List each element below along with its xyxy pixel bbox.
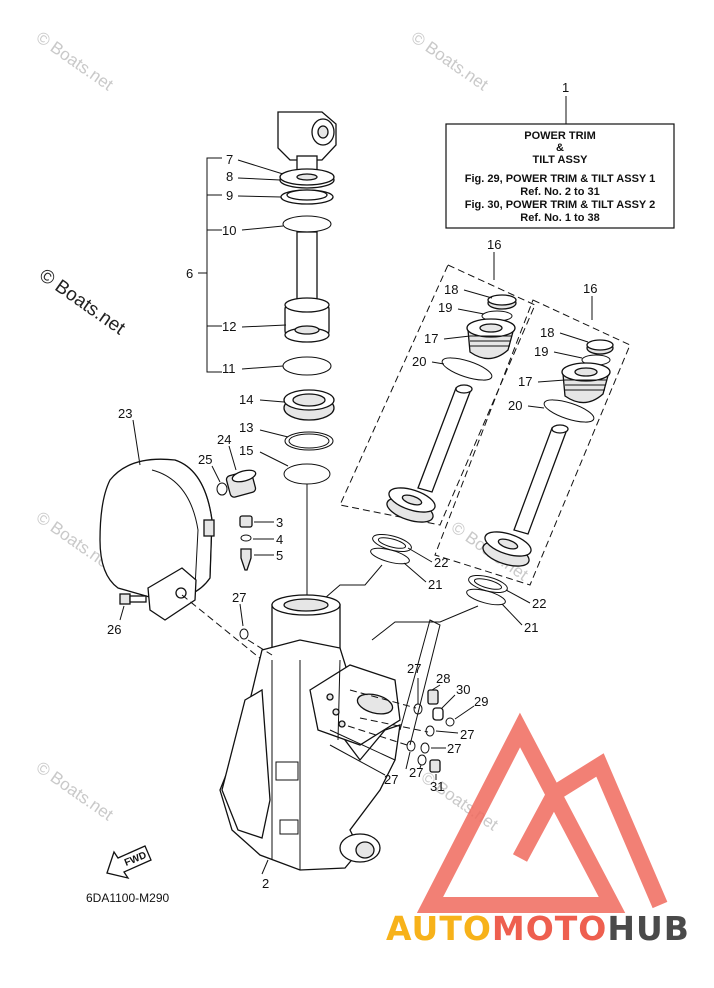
callout-25: 25 xyxy=(198,452,212,467)
parts-3-4-5: 3 4 5 xyxy=(239,515,283,571)
trim-cylinder-assy-right: 16 18 19 17 20 xyxy=(434,281,631,586)
callout-27-c: 27 xyxy=(460,727,474,742)
brand-auto: AUTO xyxy=(386,909,492,948)
brand-moto: MOTO xyxy=(492,909,607,948)
callout-6: 6 xyxy=(186,266,193,281)
callout-29: 29 xyxy=(474,694,488,709)
title-line-3: TILT ASSY xyxy=(533,154,589,166)
callout-24: 24 xyxy=(217,432,231,447)
bolt-26: 26 xyxy=(107,593,273,669)
callout-18-right: 18 xyxy=(540,325,554,340)
callout-16-left: 16 xyxy=(487,237,501,252)
callout-27-d: 27 xyxy=(447,741,461,756)
callout-17-right: 17 xyxy=(518,374,532,389)
brand-logo: AUTOMOTOHUB xyxy=(386,712,690,948)
brand-hub: HUB xyxy=(607,909,690,948)
valves-27-31: 27 27 28 30 29 27 27 27 27 31 xyxy=(232,590,488,794)
callout-20-right: 20 xyxy=(508,398,522,413)
callout-22-left: 22 xyxy=(434,555,448,570)
callout-5: 5 xyxy=(276,548,283,563)
callout-12: 12 xyxy=(222,319,236,334)
callout-4: 4 xyxy=(276,532,283,547)
title-line-1: POWER TRIM xyxy=(524,130,596,142)
reservoir-23: 23 xyxy=(99,406,215,621)
callout-7: 7 xyxy=(226,152,233,167)
bracket-6: 6 xyxy=(186,157,222,373)
watermark-large: © Boats.net xyxy=(35,265,129,340)
callout-10: 10 xyxy=(222,223,236,238)
title-line-4: Fig. 29, POWER TRIM & TILT ASSY 1 xyxy=(465,173,655,185)
callout-14: 14 xyxy=(239,392,253,407)
watermark-bottom-left: © Boats.net xyxy=(33,758,117,825)
callout-21-right: 21 xyxy=(524,620,538,635)
callout-26: 26 xyxy=(107,622,121,637)
title-box: 1 POWER TRIM & TILT ASSY Fig. 29, POWER … xyxy=(445,80,675,229)
callout-11: 11 xyxy=(222,361,236,376)
callout-9: 9 xyxy=(226,188,233,203)
callout-27-f: 27 xyxy=(409,765,423,780)
diagram-code: 6DA1100-M290 xyxy=(86,891,169,905)
callout-13: 13 xyxy=(239,420,253,435)
callout-30: 30 xyxy=(456,682,470,697)
callout-2: 2 xyxy=(262,876,269,891)
callout-18-left: 18 xyxy=(444,282,458,297)
callout-23: 23 xyxy=(118,406,132,421)
title-line-5: Ref. No. 2 to 31 xyxy=(520,186,599,198)
main-body-2: 2 xyxy=(219,594,441,891)
callout-27-e: 27 xyxy=(384,772,398,787)
callout-21-left: 21 xyxy=(428,577,442,592)
callout-1: 1 xyxy=(562,80,569,95)
title-line-7: Ref. No. 1 to 38 xyxy=(520,212,599,224)
callout-17-left: 17 xyxy=(424,331,438,346)
watermark-top-right: © Boats.net xyxy=(408,28,492,95)
callout-19-right: 19 xyxy=(534,344,548,359)
svg-text:AUTOMOTOHUB: AUTOMOTOHUB xyxy=(386,909,690,948)
callout-8: 8 xyxy=(226,169,233,184)
rings-21-22: 22 21 22 21 xyxy=(324,533,546,641)
title-line-2: & xyxy=(556,142,564,154)
callouts-cylinder: 7 8 9 10 12 11 14 13 15 xyxy=(222,152,289,467)
fwd-arrow-icon: FWD xyxy=(106,845,152,880)
callout-19-left: 19 xyxy=(438,300,452,315)
callout-28: 28 xyxy=(436,671,450,686)
brand-mark-icon xyxy=(416,712,668,913)
callout-3: 3 xyxy=(276,515,283,530)
callout-31: 31 xyxy=(430,779,444,794)
tilt-cylinder-assy xyxy=(277,111,337,600)
callout-22-right: 22 xyxy=(532,596,546,611)
trim-cylinder-assy-left: 16 18 19 17 20 xyxy=(339,237,536,526)
parts-24-25: 24 25 xyxy=(198,432,257,498)
callout-27-b: 27 xyxy=(407,661,421,676)
callout-20-left: 20 xyxy=(412,354,426,369)
callout-15: 15 xyxy=(239,443,253,458)
watermark-top-left: © Boats.net xyxy=(33,28,117,95)
callout-16-right: 16 xyxy=(583,281,597,296)
title-line-6: Fig. 30, POWER TRIM & TILT ASSY 2 xyxy=(465,199,655,211)
callout-27-a: 27 xyxy=(232,590,246,605)
